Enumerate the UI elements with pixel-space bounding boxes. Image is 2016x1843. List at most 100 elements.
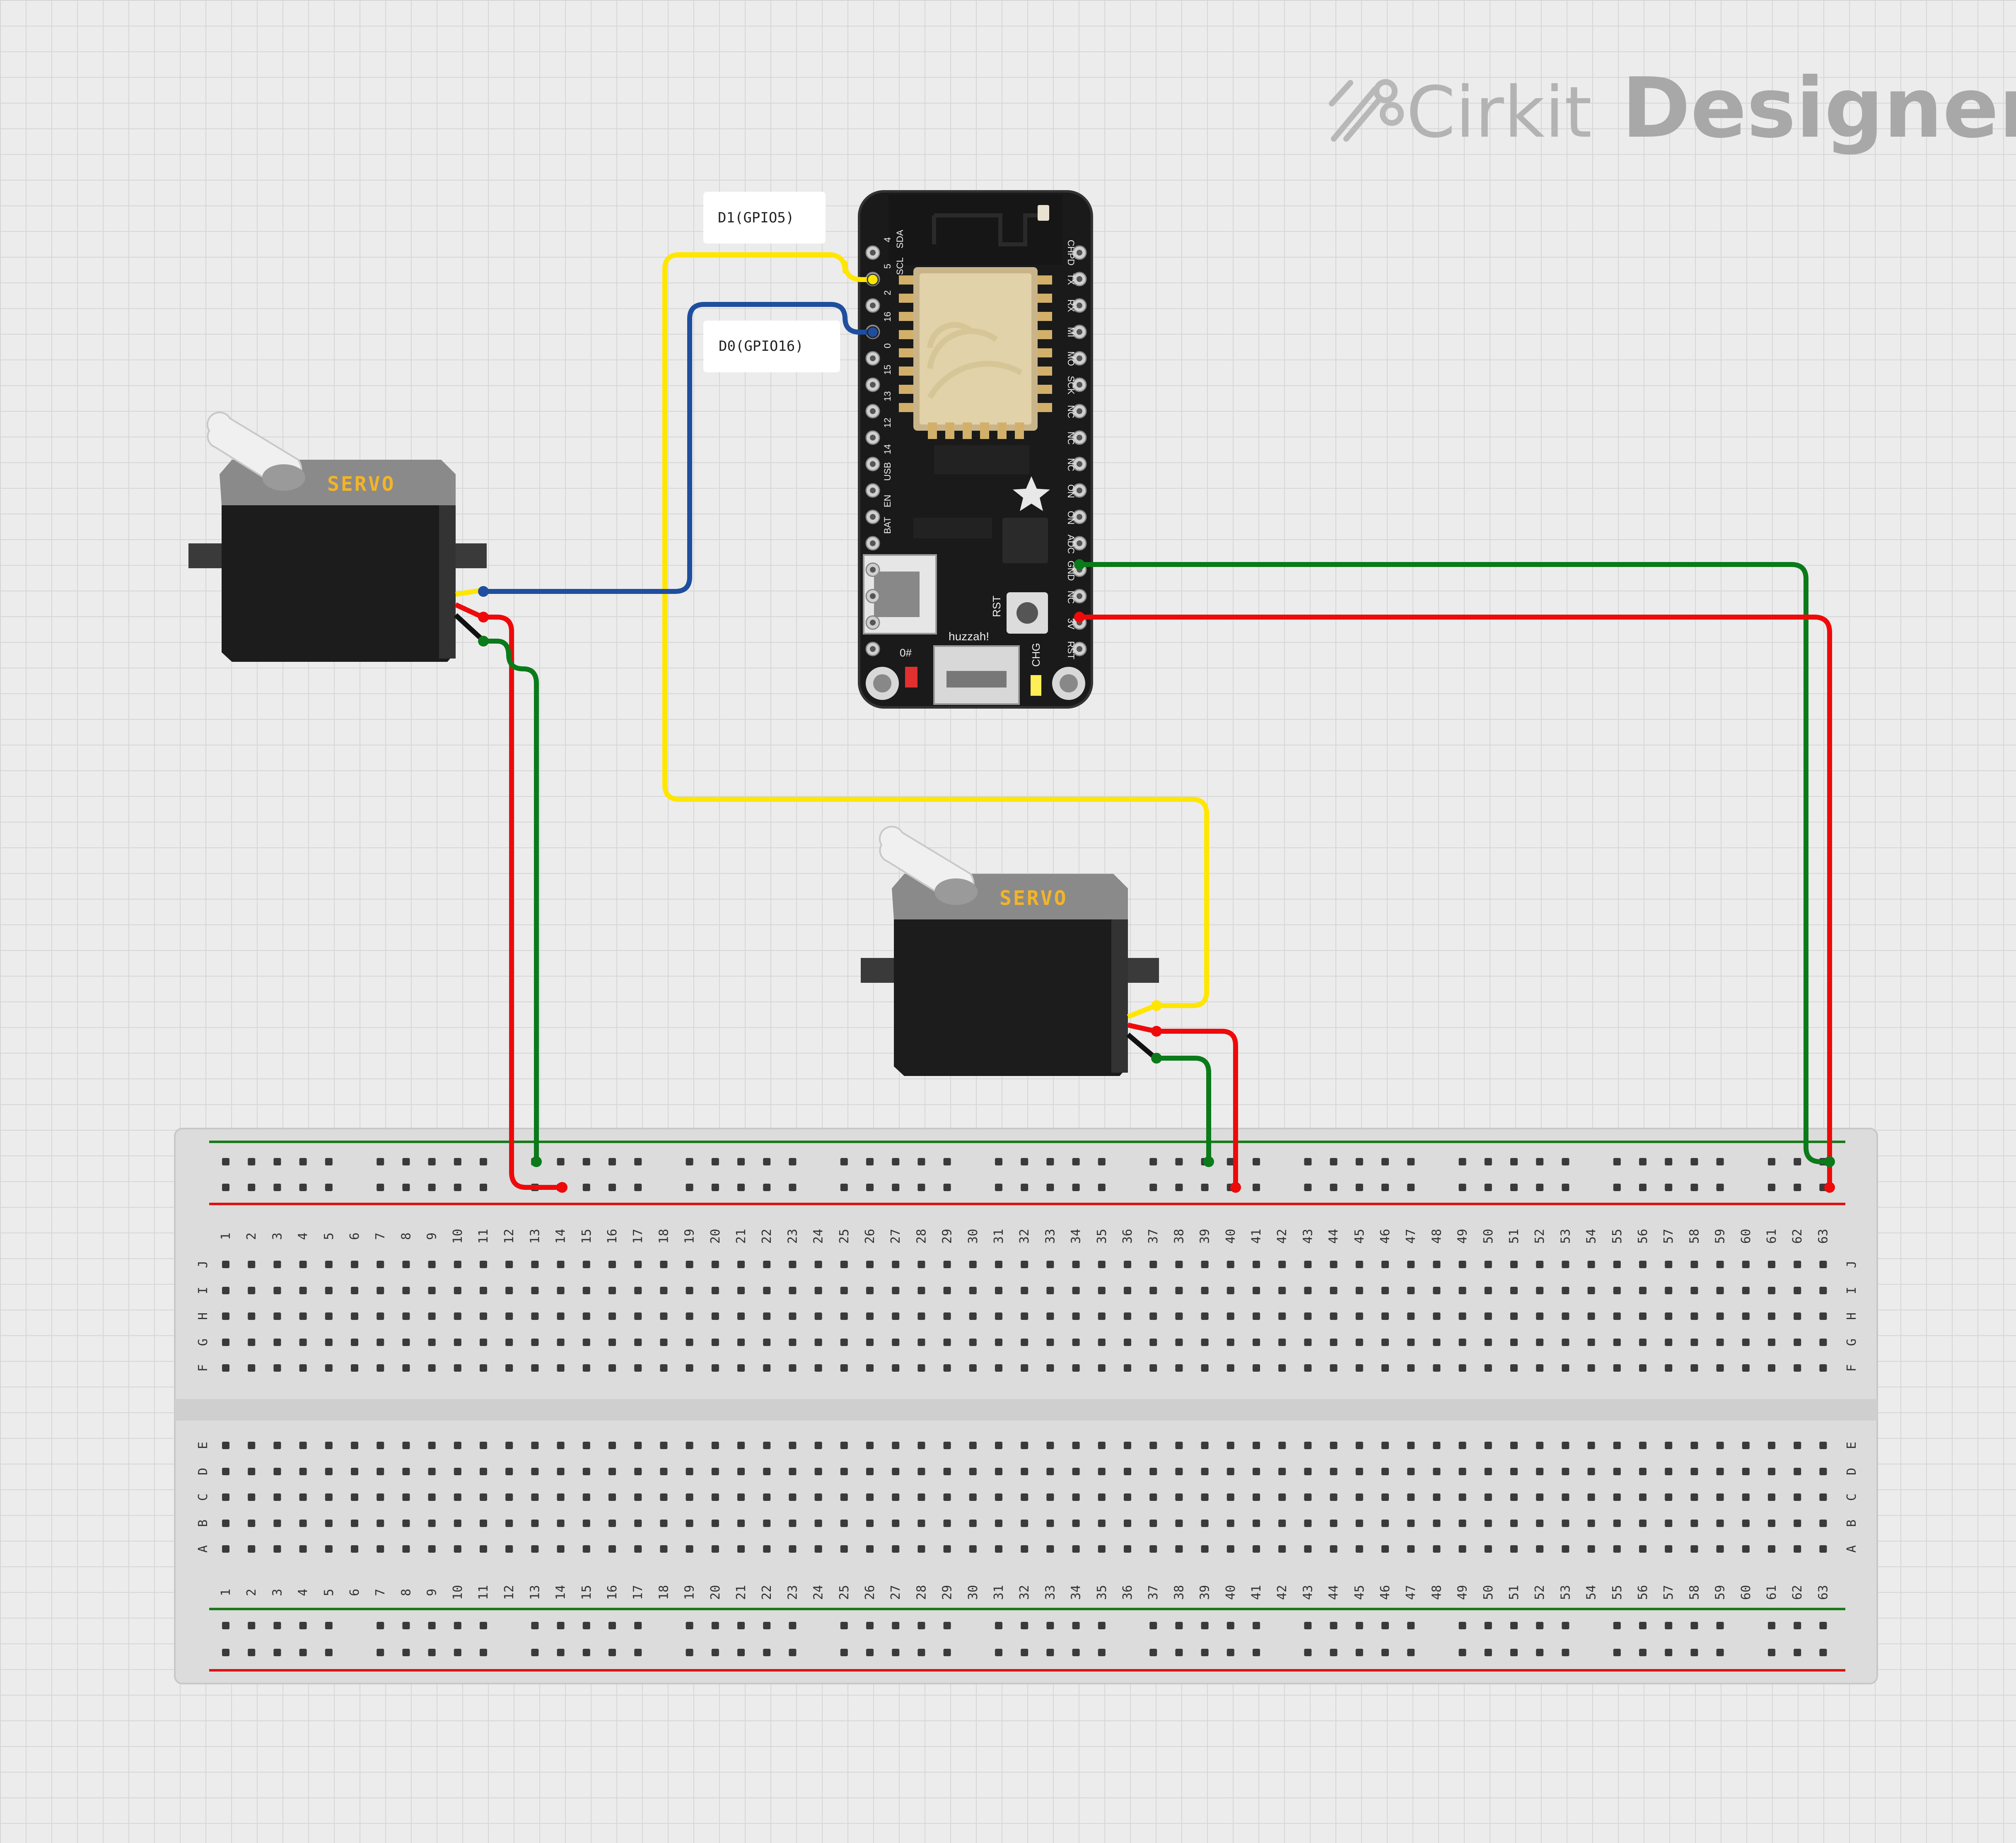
breadboard-hole[interactable] xyxy=(1381,1312,1389,1320)
breadboard-hole[interactable] xyxy=(660,1364,668,1372)
breadboard-hole[interactable] xyxy=(634,1287,642,1294)
breadboard-hole[interactable] xyxy=(1639,1545,1647,1553)
breadboard-hole[interactable] xyxy=(1819,1364,1827,1372)
breadboard-hole[interactable] xyxy=(1716,1493,1724,1501)
breadboard-hole[interactable] xyxy=(248,1468,256,1475)
breadboard-hole[interactable] xyxy=(840,1339,848,1346)
breadboard-hole[interactable] xyxy=(1716,1545,1724,1553)
breadboard-hole[interactable] xyxy=(428,1442,436,1449)
breadboard-hole[interactable] xyxy=(711,1364,719,1372)
breadboard-hole[interactable] xyxy=(402,1520,410,1527)
breadboard-hole[interactable] xyxy=(1304,1520,1312,1527)
breadboard-hole[interactable] xyxy=(480,1261,487,1268)
rail-hole[interactable] xyxy=(1253,1184,1260,1191)
rail-hole[interactable] xyxy=(1098,1158,1106,1165)
breadboard-hole[interactable] xyxy=(840,1468,848,1475)
breadboard-hole[interactable] xyxy=(866,1364,874,1372)
breadboard-hole[interactable] xyxy=(1046,1339,1054,1346)
breadboard-hole[interactable] xyxy=(1433,1261,1441,1268)
rail-hole[interactable] xyxy=(1819,1622,1827,1629)
breadboard-hole[interactable] xyxy=(1562,1468,1569,1475)
breadboard-hole[interactable] xyxy=(377,1339,384,1346)
breadboard-hole[interactable] xyxy=(222,1520,229,1527)
breadboard-hole[interactable] xyxy=(1433,1364,1441,1372)
breadboard-hole[interactable] xyxy=(1716,1520,1724,1527)
rail-hole[interactable] xyxy=(763,1649,771,1656)
breadboard-hole[interactable] xyxy=(1433,1312,1441,1320)
breadboard-hole[interactable] xyxy=(1149,1339,1157,1346)
breadboard-hole[interactable] xyxy=(969,1545,977,1553)
breadboard-hole[interactable] xyxy=(351,1261,358,1268)
breadboard-hole[interactable] xyxy=(840,1261,848,1268)
breadboard-hole[interactable] xyxy=(1562,1261,1569,1268)
breadboard-hole[interactable] xyxy=(1407,1468,1415,1475)
rail-hole[interactable] xyxy=(1716,1649,1724,1656)
breadboard-hole[interactable] xyxy=(557,1545,565,1553)
rail-hole[interactable] xyxy=(1046,1158,1054,1165)
breadboard-hole[interactable] xyxy=(1201,1545,1209,1553)
breadboard-hole[interactable] xyxy=(814,1468,822,1475)
breadboard-hole[interactable] xyxy=(377,1312,384,1320)
breadboard-hole[interactable] xyxy=(711,1261,719,1268)
breadboard-hole[interactable] xyxy=(634,1339,642,1346)
breadboard-hole[interactable] xyxy=(840,1287,848,1294)
rail-hole[interactable] xyxy=(248,1649,256,1656)
rail-hole[interactable] xyxy=(1484,1622,1492,1629)
breadboard-hole[interactable] xyxy=(995,1468,1002,1475)
rail-hole[interactable] xyxy=(1304,1158,1312,1165)
breadboard-hole[interactable] xyxy=(1433,1442,1441,1449)
breadboard-hole[interactable] xyxy=(582,1287,590,1294)
breadboard-hole[interactable] xyxy=(273,1442,281,1449)
rail-hole[interactable] xyxy=(1072,1158,1080,1165)
rail-hole[interactable] xyxy=(840,1649,848,1656)
rail-hole[interactable] xyxy=(1665,1622,1673,1629)
breadboard-hole[interactable] xyxy=(1278,1468,1286,1475)
breadboard-hole[interactable] xyxy=(995,1493,1002,1501)
breadboard-hole[interactable] xyxy=(1742,1364,1750,1372)
breadboard-hole[interactable] xyxy=(248,1312,256,1320)
rail-hole[interactable] xyxy=(1690,1158,1698,1165)
breadboard-hole[interactable] xyxy=(814,1364,822,1372)
breadboard-hole[interactable] xyxy=(1227,1287,1234,1294)
breadboard-hole[interactable] xyxy=(1253,1287,1260,1294)
breadboard-hole[interactable] xyxy=(660,1312,668,1320)
rail-hole[interactable] xyxy=(789,1649,797,1656)
breadboard-hole[interactable] xyxy=(377,1364,384,1372)
rail-hole[interactable] xyxy=(402,1184,410,1191)
breadboard-hole[interactable] xyxy=(1407,1339,1415,1346)
breadboard-hole[interactable] xyxy=(1072,1545,1080,1553)
breadboard-hole[interactable] xyxy=(1253,1468,1260,1475)
breadboard-hole[interactable] xyxy=(1098,1261,1106,1268)
breadboard-hole[interactable] xyxy=(1613,1545,1621,1553)
breadboard-hole[interactable] xyxy=(402,1468,410,1475)
breadboard-hole[interactable] xyxy=(686,1545,693,1553)
rail-hole[interactable] xyxy=(1613,1622,1621,1629)
rail-hole[interactable] xyxy=(1690,1649,1698,1656)
breadboard-hole[interactable] xyxy=(299,1287,307,1294)
rail-hole[interactable] xyxy=(1510,1158,1518,1165)
breadboard-hole[interactable] xyxy=(505,1493,513,1501)
rail-hole[interactable] xyxy=(1227,1158,1234,1165)
breadboard-hole[interactable] xyxy=(1098,1520,1106,1527)
rail-hole[interactable] xyxy=(1716,1158,1724,1165)
breadboard-hole[interactable] xyxy=(1124,1493,1131,1501)
breadboard-hole[interactable] xyxy=(1124,1520,1131,1527)
breadboard-hole[interactable] xyxy=(1794,1364,1801,1372)
breadboard-hole[interactable] xyxy=(1201,1339,1209,1346)
rail-hole[interactable] xyxy=(557,1622,565,1629)
rail-hole[interactable] xyxy=(840,1622,848,1629)
rail-hole[interactable] xyxy=(1355,1184,1363,1191)
breadboard-hole[interactable] xyxy=(1021,1261,1029,1268)
breadboard-hole[interactable] xyxy=(1072,1339,1080,1346)
rail-hole[interactable] xyxy=(1484,1158,1492,1165)
rail-hole[interactable] xyxy=(531,1622,539,1629)
breadboard-hole[interactable] xyxy=(1768,1261,1775,1268)
breadboard-hole[interactable] xyxy=(686,1520,693,1527)
rail-hole[interactable] xyxy=(1381,1622,1389,1629)
breadboard-hole[interactable] xyxy=(1458,1520,1466,1527)
breadboard-hole[interactable] xyxy=(351,1520,358,1527)
breadboard-hole[interactable] xyxy=(1587,1442,1595,1449)
breadboard-hole[interactable] xyxy=(634,1312,642,1320)
breadboard-hole[interactable] xyxy=(1355,1364,1363,1372)
breadboard-hole[interactable] xyxy=(789,1339,797,1346)
